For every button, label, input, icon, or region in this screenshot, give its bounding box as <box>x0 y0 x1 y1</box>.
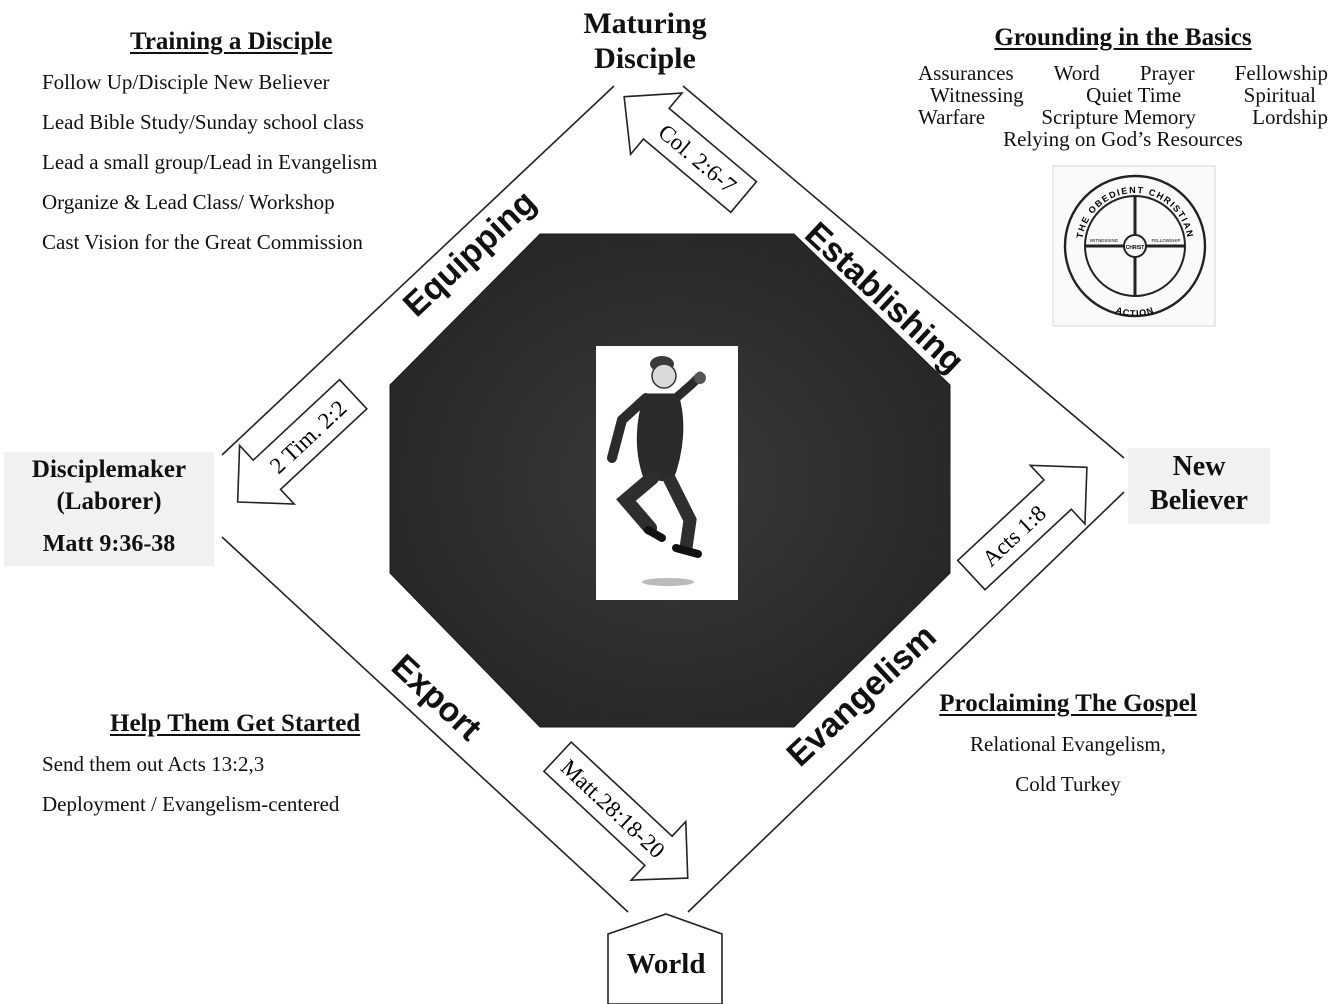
grounding-word: Assurances <box>918 61 1014 85</box>
arrow-matt-label: Matt.28:18-20 <box>556 755 670 863</box>
training-title: Training a Disciple <box>130 28 333 55</box>
export-title: Help Them Get Started <box>110 710 361 737</box>
training-list: Follow Up/Disciple New Believer Lead Bib… <box>42 62 377 262</box>
node-believer-line1: New <box>1172 451 1226 482</box>
panel-training-a-disciple: Training a Disciple Follow Up/Disciple N… <box>42 28 377 262</box>
grounding-word: Prayer <box>1139 61 1195 85</box>
grounding-title: Grounding in the Basics <box>994 24 1252 51</box>
grounding-word: Witnessing <box>930 83 1024 107</box>
node-maturing-disciple: Maturing Disciple <box>555 6 735 76</box>
badge-bottom-text: ACTION <box>1115 305 1156 319</box>
grounding-word: Relying on God’s Resources <box>1003 127 1243 151</box>
arrow-acts-1-8: Acts 1:8 <box>956 464 1088 591</box>
badge-right-word: FELLOWSHIP <box>1151 238 1180 243</box>
node-maturing-line1: Maturing <box>583 7 707 40</box>
proclaim-title: Proclaiming The Gospel <box>939 690 1197 717</box>
arrow-matt-28-18-20: Matt.28:18-20 <box>542 740 689 881</box>
obedient-christian-badge: THE OBEDIENT CHRISTIAN ACTION CHRIST WIT… <box>1052 165 1216 327</box>
node-disciplemaker-ref: Matt 9:36-38 <box>42 531 176 557</box>
grounding-word: Quiet Time <box>1086 83 1182 107</box>
training-item: Cast Vision for the Great Commission <box>42 230 363 254</box>
grounding-row-4: Relying on God’s Resources <box>918 128 1328 150</box>
diamond-outline <box>221 85 1125 913</box>
home-plate <box>607 913 723 1004</box>
node-believer-line2: Believer <box>1150 485 1248 516</box>
panel-grounding-in-the-basics: Grounding in the Basics Assurances Word … <box>918 24 1328 150</box>
training-item: Organize & Lead Class/ Workshop <box>42 190 335 214</box>
export-item: Deployment / Evangelism-centered <box>42 792 340 816</box>
training-item: Lead a small group/Lead in Evangelism <box>42 150 378 174</box>
training-item: Follow Up/Disciple New Believer <box>42 70 330 94</box>
baseball-player-picture <box>596 346 738 600</box>
panel-help-them-get-started: Help Them Get Started Send them out Acts… <box>42 710 360 824</box>
node-disciplemaker-line2: (Laborer) <box>56 488 162 515</box>
badge-center-text: CHRIST <box>1126 245 1145 251</box>
grounding-word: Warfare <box>918 105 986 129</box>
badge-left-word: WITNESSING <box>1090 238 1119 243</box>
grounding-word: Scripture Memory <box>1041 105 1196 129</box>
arrow-2-tim-2-2: 2 Tim. 2:2 <box>236 378 368 505</box>
node-disciplemaker: Disciplemaker (Laborer) Matt 9:36-38 <box>4 452 214 566</box>
panel-proclaiming-the-gospel: Proclaiming The Gospel Relational Evange… <box>930 690 1206 804</box>
proclaim-item: Relational Evangelism, <box>970 732 1166 756</box>
node-maturing-line2: Disciple <box>594 42 696 75</box>
export-list: Send them out Acts 13:2,3 Deployment / E… <box>42 744 360 824</box>
node-disciplemaker-line1: Disciplemaker <box>31 456 187 483</box>
grounding-word: Word <box>1053 61 1100 85</box>
proclaim-list: Relational Evangelism, Cold Turkey <box>930 724 1206 804</box>
export-item: Send them out Acts 13:2,3 <box>42 752 265 776</box>
grounding-row-2: Witnessing Quiet Time Spiritual <box>918 84 1328 106</box>
grounding-word: Spiritual <box>1243 83 1316 107</box>
node-world: World <box>626 948 706 980</box>
training-item: Lead Bible Study/Sunday school class <box>42 110 364 134</box>
arrow-col-2-6-7: Col. 2:6-7 <box>623 92 758 214</box>
grounding-row-1: Assurances Word Prayer Fellowship <box>918 62 1328 84</box>
node-new-believer: New Believer <box>1128 448 1270 524</box>
grounding-word: Lordship <box>1252 105 1328 129</box>
grounding-word: Fellowship <box>1234 61 1328 85</box>
proclaim-item: Cold Turkey <box>1015 772 1121 796</box>
grounding-row-3: Warfare Scripture Memory Lordship <box>918 106 1328 128</box>
